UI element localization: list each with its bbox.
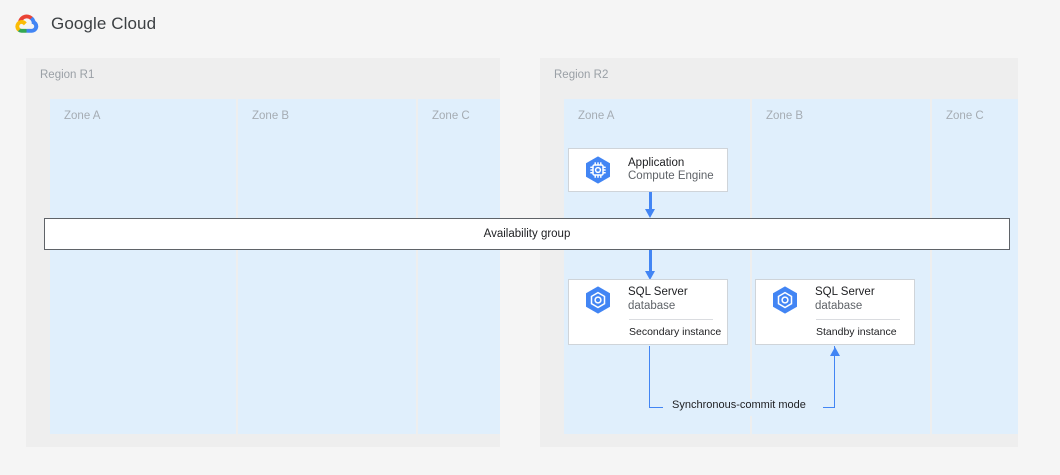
arrow-into-availability-group-icon [644, 209, 655, 218]
zone-label-r2-a: Zone A [578, 110, 615, 122]
node-card-sql-secondary-text: SQL Server database [628, 286, 688, 313]
region-label-r2: Region R2 [554, 69, 609, 81]
node-subtitle-compute-engine: Compute Engine [628, 170, 714, 182]
zone-label-r2-b: Zone B [766, 110, 804, 122]
zone-column-r1-c: Zone C [418, 99, 500, 434]
node-card-sql-secondary-body: SQL Server database [569, 280, 727, 319]
node-footer-secondary-instance: Secondary instance [629, 326, 722, 338]
connector-application-to-availability-group [649, 190, 652, 210]
connector-availability-group-to-secondary [649, 250, 652, 272]
node-card-sql-secondary[interactable]: SQL Server database Secondary instance [568, 279, 728, 345]
node-subtitle-sql-secondary: database [628, 299, 676, 312]
app-header: Google Cloud [0, 0, 1060, 48]
availability-group-label: Availability group [483, 228, 571, 240]
zone-column-r1-b: Zone B [238, 99, 416, 434]
node-card-divider [629, 319, 713, 320]
availability-group-bar: Availability group [44, 218, 1010, 250]
node-footer-standby-instance: Standby instance [816, 326, 897, 338]
region-panel-r2: Region R2 Zone A Zone B Zone C [540, 58, 1018, 447]
google-cloud-logo-icon [14, 11, 40, 37]
zone-label-r1-a: Zone A [64, 110, 101, 122]
node-card-application-text: Application Compute Engine [628, 157, 714, 184]
compute-engine-icon [581, 153, 615, 187]
node-title-sql-standby: SQL Server [815, 286, 875, 298]
zone-label-r1-b: Zone B [252, 110, 290, 122]
zone-label-r1-c: Zone C [432, 110, 470, 122]
zone-column-r2-c: Zone C [932, 99, 1018, 434]
zone-label-r2-c: Zone C [946, 110, 984, 122]
sql-server-database-icon [581, 283, 615, 317]
region-panel-r1: Region R1 Zone A Zone B Zone C [26, 58, 500, 447]
arrow-into-standby-instance-icon [829, 347, 840, 356]
zone-column-r1-a: Zone A [50, 99, 236, 434]
arrow-into-secondary-instance-icon [644, 271, 655, 280]
node-card-application[interactable]: Application Compute Engine [568, 148, 728, 192]
google-cloud-wordmark: Google Cloud [51, 14, 157, 33]
node-card-application-body: Application Compute Engine [569, 149, 727, 191]
node-title-sql-secondary: SQL Server [628, 286, 688, 298]
node-card-sql-standby-body: SQL Server database [756, 280, 914, 319]
node-card-sql-standby[interactable]: SQL Server database Standby instance [755, 279, 915, 345]
sync-label-backdrop [663, 399, 823, 416]
synchronous-commit-mode-label: Synchronous-commit mode [672, 399, 806, 411]
node-title-application: Application [628, 156, 685, 169]
node-card-divider [816, 319, 900, 320]
node-card-sql-standby-text: SQL Server database [815, 286, 875, 313]
sql-server-database-icon [768, 283, 802, 317]
region-label-r1: Region R1 [40, 69, 95, 81]
node-subtitle-sql-standby: database [815, 299, 863, 312]
zone-column-r2-b: Zone B [752, 99, 930, 434]
